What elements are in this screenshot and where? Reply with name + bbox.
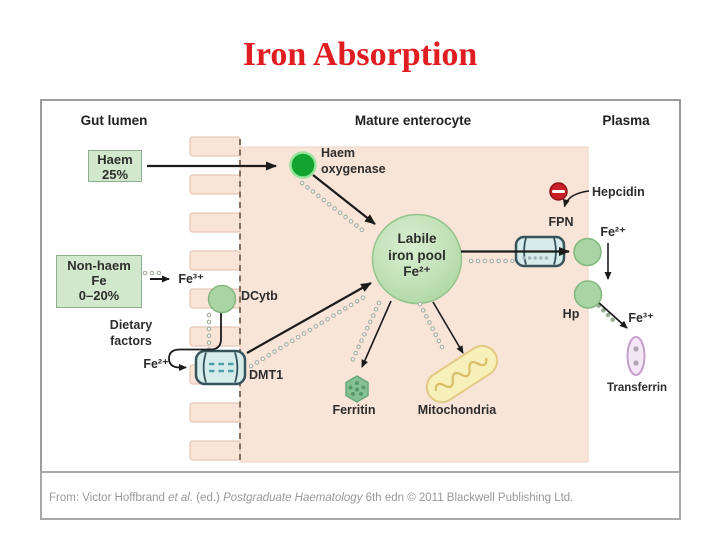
fe3-gut-label: Fe³⁺ — [178, 272, 204, 286]
hepcidin-label: Hepcidin — [592, 185, 645, 199]
header-plasma: Plasma — [602, 113, 650, 128]
fe2-plasma-label: Fe²⁺ — [600, 225, 626, 239]
caption-mid: (ed.) — [193, 492, 224, 504]
mitochondria-label: Mitochondria — [417, 403, 497, 417]
hp-label: Hp — [562, 307, 580, 321]
dietary-factors-label: Dietary factors — [109, 318, 153, 348]
haem-oxygenase-label: Haem oxygenase — [321, 146, 386, 176]
nonhaem-source-box: Non-haem Fe 0–20% — [56, 255, 142, 308]
labile-iron-pool-label: Labile iron pool Fe²⁺ — [388, 231, 446, 279]
source-caption: From: Victor Hoffbrand et al. (ed.) Post… — [49, 492, 573, 504]
fpn-label: FPN — [548, 215, 574, 229]
dcytb-label: DCytb — [241, 289, 278, 303]
dmt1-label: DMT1 — [249, 368, 284, 382]
fe3-plasma-label: Fe³⁺ — [628, 311, 654, 325]
header-gut-lumen: Gut lumen — [80, 113, 148, 128]
page-title: Iron Absorption — [242, 36, 478, 73]
caption-suffix: 6th edn © 2011 Blackwell Publishing Ltd. — [362, 492, 574, 504]
ferritin-label: Ferritin — [332, 403, 376, 417]
caption-etal: et al. — [168, 492, 194, 504]
haem-source-box: Haem 25% — [88, 150, 142, 182]
header-mature-enterocyte: Mature enterocyte — [354, 113, 472, 128]
caption-book-title: Postgraduate Haematology — [223, 492, 363, 504]
caption-box — [40, 471, 681, 520]
caption-prefix: From: Victor Hoffbrand — [49, 492, 169, 504]
fe2-gut-label: Fe²⁺ — [143, 357, 169, 371]
transferrin-label: Transferrin — [606, 382, 668, 394]
